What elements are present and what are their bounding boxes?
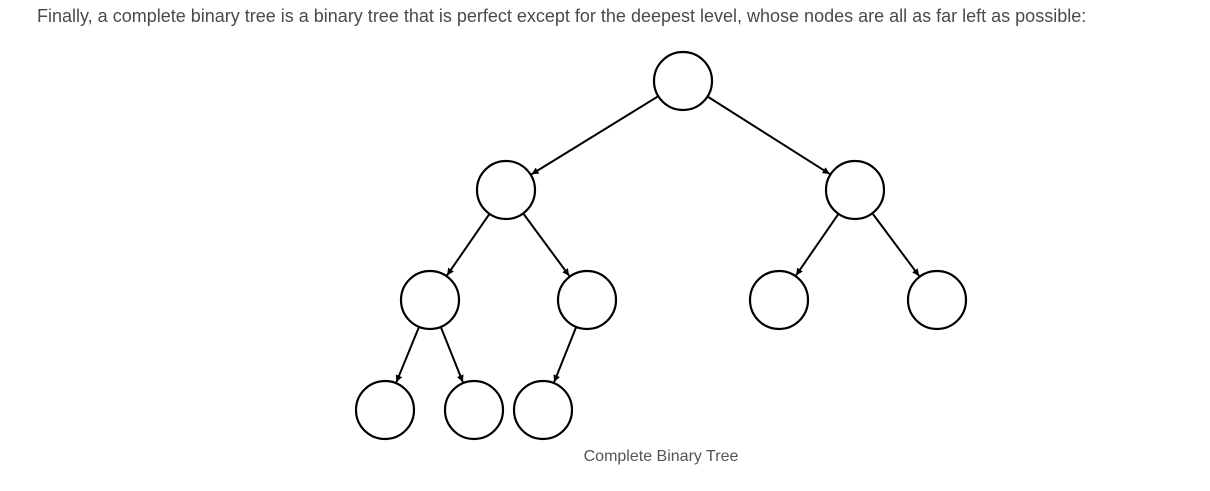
tree-edge-l-ll [446, 213, 491, 276]
tree-node-rl [748, 269, 810, 331]
tree-edge-r-rl [795, 213, 840, 276]
tree-edge-ll-llr [439, 326, 464, 383]
tree-edge-root-l [531, 95, 659, 176]
tree-node-r [824, 159, 886, 221]
tree-node-llr [443, 379, 505, 441]
tree-node-ll [399, 269, 461, 331]
tree-node-lr [556, 269, 618, 331]
edge-layer [395, 95, 920, 383]
tree-node-rr [906, 269, 968, 331]
tree-edge-ll-lll [395, 326, 420, 383]
tree-node-root [652, 50, 714, 112]
tree-edge-lr-lrl [553, 326, 578, 383]
tree-node-lrl [512, 379, 574, 441]
intro-paragraph: Finally, a complete binary tree is a bin… [37, 6, 1087, 26]
figure-caption: Complete Binary Tree [583, 448, 739, 465]
tree-edge-root-r [706, 95, 831, 175]
tree-node-l [475, 159, 537, 221]
tree-edge-l-lr [522, 212, 571, 277]
tree-node-lll [354, 379, 416, 441]
node-layer [354, 50, 968, 441]
tree-edge-r-rr [871, 212, 920, 277]
